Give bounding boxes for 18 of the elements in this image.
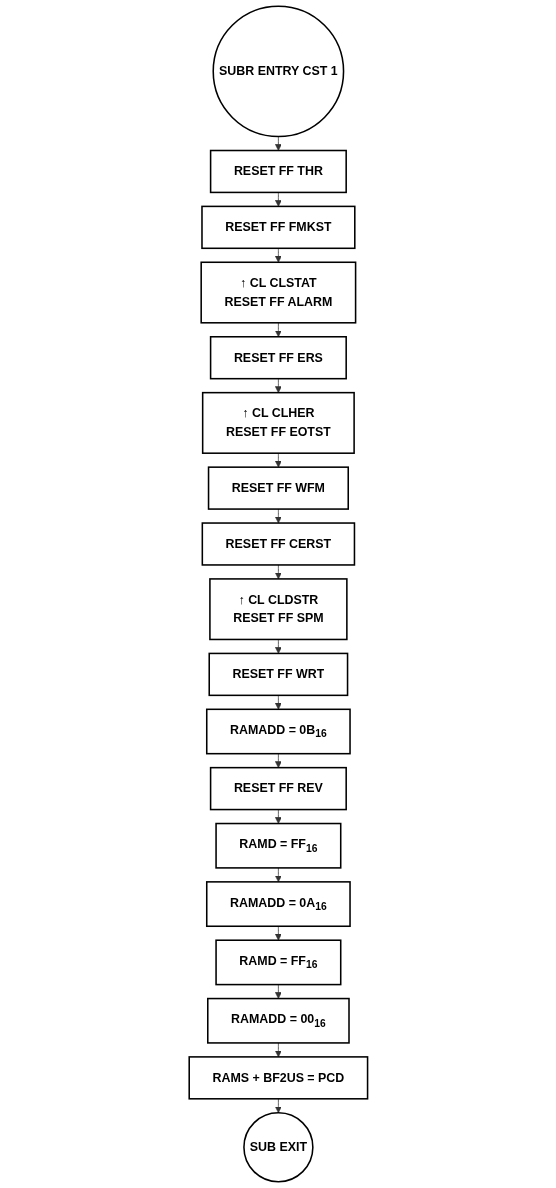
- node-box: ↑ CL CLDSTR RESET FF SPM: [208, 578, 348, 641]
- node-box: ↑ CL CLHER RESET FF EOTST: [201, 391, 355, 454]
- node-box: RESET FF THR: [209, 149, 347, 194]
- node-box: RESET FF WFM: [207, 466, 349, 510]
- node-box: RAMADD = 00$_{16}$: [206, 997, 350, 1044]
- node-box: RESET FF FMKST: [200, 205, 356, 250]
- node-box: RAMD = FF$_{16}$: [214, 822, 342, 869]
- node-box: RAMADD = 0B$_{16}$: [205, 708, 351, 755]
- node-box: RAMADD = 0A$_{16}$: [205, 881, 351, 928]
- node-box: RESET FF REV: [209, 766, 347, 811]
- node-circle: SUB EXIT: [242, 1112, 314, 1183]
- node-circle: SUBR ENTRY CST 1: [212, 5, 344, 138]
- node-box: ↑ CL CLSTAT RESET FF ALARM: [200, 261, 356, 324]
- node-box: RESET FF ERS: [209, 336, 347, 380]
- node-box: RAMD = FF$_{16}$: [214, 939, 342, 986]
- node-box: RESET FF CERST: [201, 522, 355, 566]
- node-box: RESET FF WRT: [208, 652, 348, 697]
- node-box: RAMS + BF2US = PCD: [188, 1056, 368, 1100]
